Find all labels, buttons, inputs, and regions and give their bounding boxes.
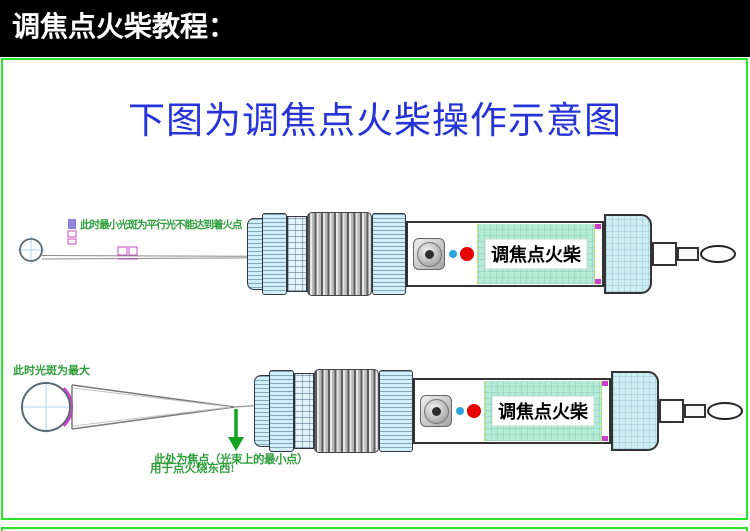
cone-top-inner [72,387,232,408]
knurl-ring-rear [372,213,406,295]
bellows-grip [307,212,372,296]
indicator-dot-blue [449,250,457,258]
parallel-light-annotation: 此时最小光斑为平行光不能达到着火点 [80,220,242,231]
body-separator [595,224,601,284]
parallel-beam-graphic [17,219,250,264]
knurl-ring-rear [379,370,413,452]
bellows-grip [314,369,379,453]
device-body: 调焦点火柴 [406,221,604,287]
fire-match-device-top: 调焦点火柴 [247,212,739,296]
page-title: 调焦点火柴教程： [12,12,237,43]
push-button-ring [423,398,449,424]
tail-rod [684,404,706,418]
beam-bottom-line [41,257,250,260]
device-label: 调焦点火柴 [492,396,594,426]
battery-end-cap [611,371,659,451]
brick-ring [287,216,307,292]
focus-head-cap [254,375,269,447]
push-button [420,395,452,427]
cone-bottom-inner [72,406,232,427]
device-body: 调焦点火柴 [413,378,611,444]
beam-tick-2 [128,246,138,256]
beam-to-device-line [233,404,258,408]
push-button [413,238,445,270]
magenta-marker-bottom [67,238,77,245]
header-bar: 调焦点火柴教程： [0,0,750,57]
magenta-marker-mid [67,230,77,238]
label-area: 调焦点火柴 [484,381,602,441]
indicator-dot-red [460,247,474,261]
device-label: 调焦点火柴 [485,239,587,269]
lanyard-loop [700,245,736,263]
knurl-ring-front [269,370,294,452]
focus-point-annotation-line2: 用于点火烧东西! [150,463,235,475]
max-spot-annotation: 此时光斑为最大 [13,365,90,377]
cone-top-edge [71,384,235,408]
focused-beam-graphic [20,381,258,451]
body-separator [602,381,608,441]
next-section-strip [1,527,748,531]
content-border-box [1,58,748,520]
diagram-caption: 下图为调焦点火柴操作示意图 [128,101,622,142]
push-button-center [431,406,441,416]
battery-end-cap [604,214,652,294]
small-spot-circle [19,238,43,262]
knurl-ring-front [262,213,287,295]
focus-point-annotation-line1: 此处为焦点（光束上的最小点） [154,454,309,466]
big-spot-circle [21,382,71,432]
lanyard-loop [707,402,743,420]
tail-connector [652,242,677,266]
focus-down-arrow [228,437,244,451]
label-area: 调焦点火柴 [477,224,595,284]
beam-top-line [41,255,250,257]
indicator-dot-red [467,404,481,418]
tail-connector [659,399,684,423]
cone-bottom-edge [71,406,235,430]
brick-ring [294,373,314,449]
focus-head-cap [247,218,262,290]
beam-tick-1 [117,246,128,256]
push-button-center [424,249,434,259]
fire-match-device-bottom: 调焦点火柴 [254,369,746,453]
tail-rod [677,247,699,261]
magenta-marker-top [68,219,76,229]
indicator-dot-blue [456,407,464,415]
push-button-ring [416,241,442,267]
